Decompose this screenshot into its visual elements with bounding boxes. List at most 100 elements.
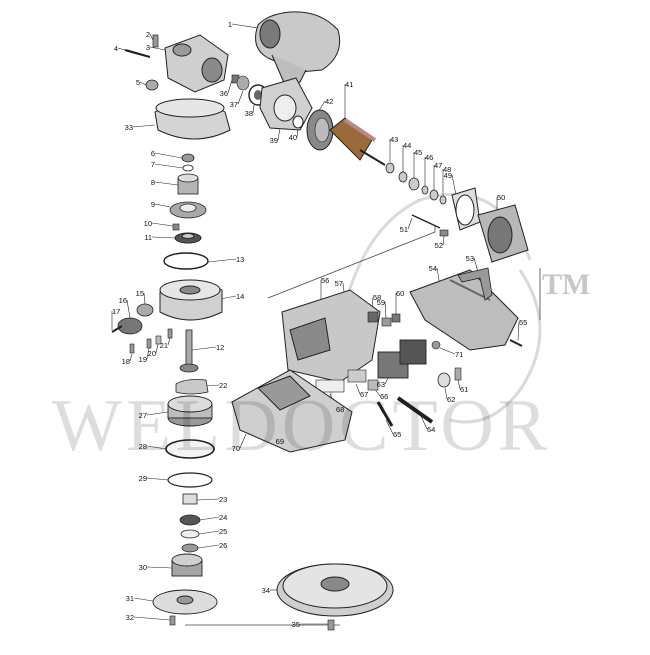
leader-line-49 — [451, 174, 457, 196]
callout-43: 43 — [390, 135, 398, 144]
part-o-ring-13 — [163, 252, 209, 270]
callout-69: 69 — [276, 437, 284, 446]
leader-line-8 — [154, 181, 179, 186]
part-71 — [431, 340, 441, 350]
callout-61: 61 — [460, 385, 468, 394]
leader-line-52 — [442, 235, 445, 246]
part-rear-cover — [231, 369, 353, 453]
callout-70: 70 — [232, 444, 240, 453]
callout-25: 25 — [219, 527, 227, 536]
callout-48: 48 — [443, 165, 451, 174]
callout-58: 58 — [373, 293, 381, 302]
leader-line-70 — [239, 433, 247, 449]
leader-line-27 — [146, 411, 169, 416]
callout-21: 21 — [160, 341, 168, 350]
callout-36: 36 — [220, 89, 228, 98]
leader-line-51 — [407, 217, 413, 230]
part-screw-35 — [327, 619, 335, 631]
part-62 — [437, 372, 451, 388]
part-67 — [347, 369, 367, 383]
callout-49: 49 — [444, 171, 452, 180]
part-15 — [136, 303, 154, 317]
part-59 — [381, 317, 392, 327]
callout-50: 50 — [497, 193, 505, 202]
part-screw-18 — [129, 343, 135, 354]
part-screw-32 — [169, 615, 176, 626]
callout-2: 2 — [146, 30, 150, 39]
leader-line-30 — [146, 566, 173, 569]
callout-22: 22 — [219, 381, 227, 390]
leader-line-18 — [129, 353, 133, 362]
part-26 — [181, 543, 199, 553]
leader-line-29 — [146, 477, 169, 481]
part-bearing-box-14 — [159, 279, 223, 321]
callout-26: 26 — [219, 541, 227, 550]
part-21 — [167, 328, 173, 339]
leader-line-26 — [197, 544, 220, 549]
part-fan-baffle — [451, 187, 481, 231]
callout-28: 28 — [139, 442, 147, 451]
part-ring-gear-27 — [167, 395, 213, 427]
leader-line-11 — [151, 236, 176, 239]
callout-64: 64 — [427, 425, 435, 434]
callout-31: 31 — [126, 594, 134, 603]
leader-line-15 — [143, 292, 146, 305]
leader-line-21 — [167, 337, 171, 346]
callout-7: 7 — [151, 160, 155, 169]
part-o-ring-29 — [167, 472, 213, 488]
part-bearing-24 — [179, 514, 201, 526]
callout-44: 44 — [403, 141, 411, 150]
callout-38: 38 — [245, 109, 253, 118]
leader-line-67 — [355, 383, 361, 395]
part-screw-2 — [152, 34, 159, 48]
callout-37: 37 — [230, 100, 238, 109]
leader-line-9 — [154, 203, 171, 208]
part-pin-4 — [124, 48, 151, 59]
callout-59: 59 — [377, 298, 385, 307]
callout-63: 63 — [377, 380, 385, 389]
leader-line-10 — [151, 222, 174, 227]
callout-24: 24 — [219, 513, 227, 522]
callout-68: 68 — [336, 405, 344, 414]
leader-line-28 — [146, 445, 167, 450]
callout-62: 62 — [447, 395, 455, 404]
callout-54: 54 — [429, 264, 437, 273]
part-shaft-lock-16 — [117, 317, 143, 335]
callout-12: 12 — [216, 343, 224, 352]
callout-71: 71 — [455, 350, 463, 359]
part-64 — [396, 396, 434, 424]
callout-5: 5 — [136, 78, 140, 87]
part-screw-19 — [146, 338, 152, 349]
callout-57: 57 — [335, 279, 343, 288]
leader-line-16 — [126, 299, 131, 319]
leader-line-5 — [139, 81, 147, 86]
leader-line-3 — [149, 46, 166, 51]
callout-8: 8 — [151, 178, 155, 187]
callout-27: 27 — [139, 411, 147, 420]
leader-line-1 — [231, 23, 259, 29]
part-armature-rings — [385, 162, 447, 205]
leader-line-13 — [207, 258, 237, 263]
callout-6: 6 — [151, 149, 155, 158]
leader-line-61 — [457, 379, 461, 390]
part-flange-31 — [152, 589, 218, 615]
leader-line-65 — [385, 419, 394, 435]
callout-15: 15 — [136, 289, 144, 298]
leader-line-22 — [205, 384, 220, 387]
part-58 — [367, 311, 379, 323]
leader-line-12 — [191, 346, 217, 351]
part-37 — [236, 75, 250, 91]
callout-4: 4 — [114, 44, 118, 53]
part-52 — [439, 229, 449, 237]
part-bearing-box — [164, 34, 229, 93]
callout-29: 29 — [139, 474, 147, 483]
leader-line-6 — [154, 152, 183, 159]
callout-56: 56 — [321, 276, 329, 285]
part-backing-pad — [276, 563, 394, 617]
callout-53: 53 — [466, 254, 474, 263]
part-spiral-bevel-gear — [306, 109, 334, 151]
leader-line-32 — [133, 616, 171, 621]
callout-40: 40 — [289, 133, 297, 142]
